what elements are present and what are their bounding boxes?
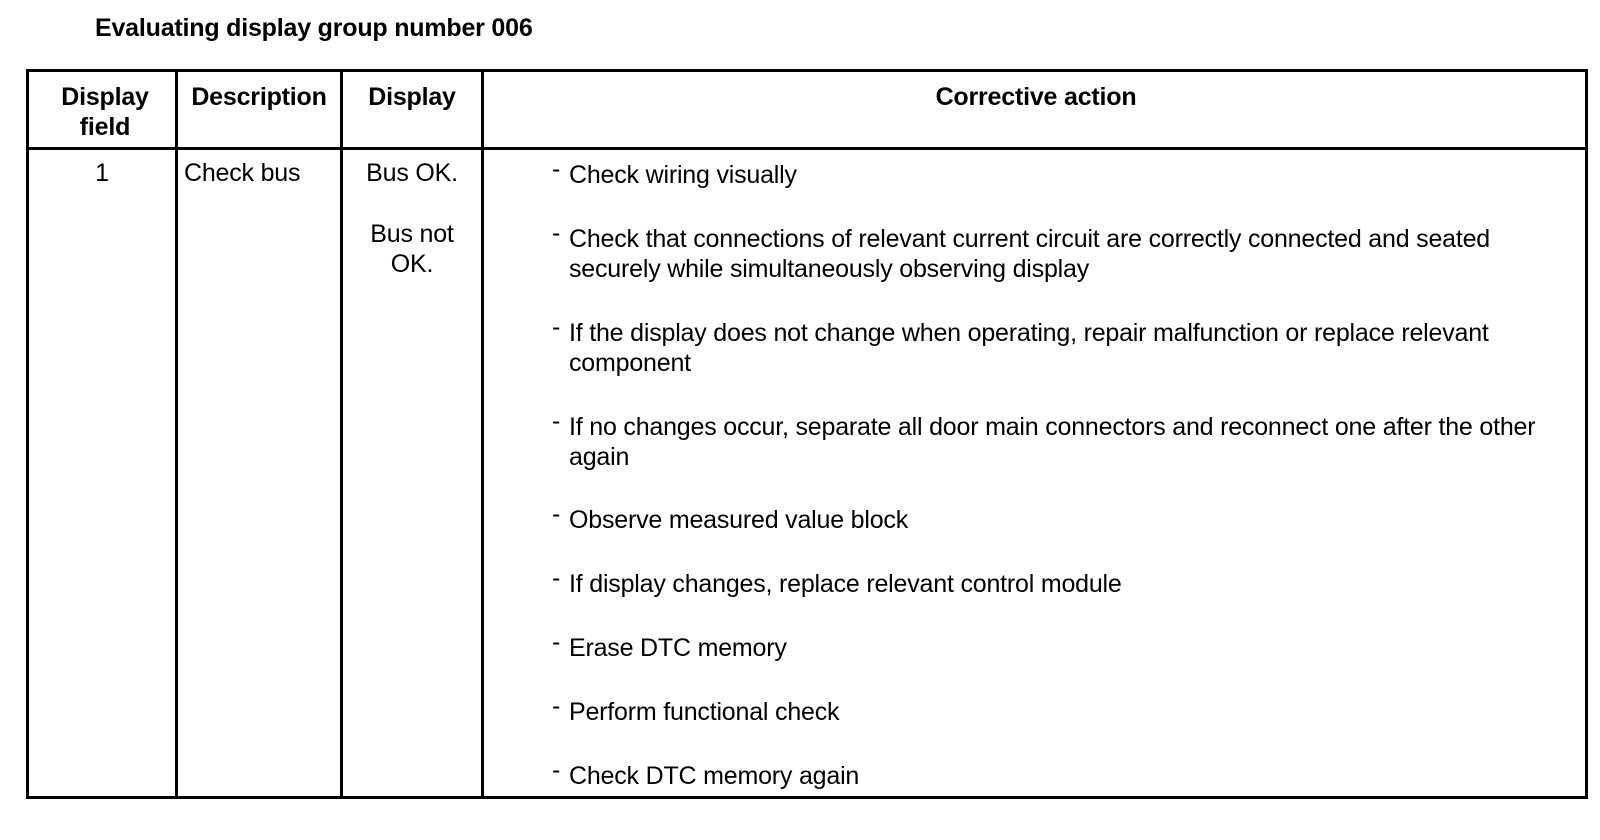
display-group-table: Display field Description Display Correc…: [26, 69, 1588, 799]
display-ok: Bus OK.: [366, 159, 458, 187]
corrective-action-item: - If no changes occur, separate all door…: [552, 407, 1559, 472]
corrective-action-text: Observe measured value block: [569, 506, 909, 534]
display-not-ok: Bus not OK.: [370, 220, 454, 278]
corrective-action-text: If no changes occur, separate all door m…: [569, 413, 1536, 471]
corrective-action-item: - If the display does not change when op…: [552, 313, 1559, 378]
header-description: Description: [191, 83, 327, 111]
header-corrective-action: Corrective action: [935, 83, 1137, 111]
dash-bullet: -: [552, 500, 561, 528]
header-divider: [29, 147, 1585, 150]
header-display-field: Display field: [61, 83, 149, 141]
corrective-action-text: If the display does not change when oper…: [569, 319, 1489, 377]
dash-bullet: -: [552, 313, 561, 341]
description-cell: Check bus: [184, 159, 301, 187]
dash-bullet: -: [552, 219, 561, 247]
corrective-action-text: Perform functional check: [569, 698, 840, 726]
dash-bullet: -: [552, 564, 561, 592]
corrective-action-text: Check DTC memory again: [569, 762, 860, 790]
field-number: 1: [95, 159, 109, 187]
dash-bullet: -: [552, 692, 561, 720]
page-title: Evaluating display group number 006: [95, 14, 533, 42]
dash-bullet: -: [552, 407, 561, 435]
corrective-action-text: Check wiring visually: [569, 161, 797, 189]
corrective-action-item: - Perform functional check: [552, 692, 1559, 727]
header-display: Display: [368, 83, 456, 111]
dash-bullet: -: [552, 756, 561, 784]
corrective-action-item: - Erase DTC memory: [552, 628, 1559, 663]
corrective-action-text: Erase DTC memory: [569, 634, 787, 662]
column-divider: [175, 72, 178, 796]
corrective-action-item: - If display changes, replace relevant c…: [552, 564, 1559, 599]
corrective-action-item: - Check DTC memory again: [552, 756, 1559, 791]
dash-bullet: -: [552, 155, 561, 183]
column-divider: [481, 72, 484, 796]
column-divider: [340, 72, 343, 796]
corrective-action-item: - Check wiring visually: [552, 155, 1559, 190]
dash-bullet: -: [552, 628, 561, 656]
corrective-action-item: - Observe measured value block: [552, 500, 1559, 535]
corrective-action-item: - Check that connections of relevant cur…: [552, 219, 1559, 284]
corrective-action-text: If display changes, replace relevant con…: [569, 570, 1122, 598]
corrective-action-text: Check that connections of relevant curre…: [569, 225, 1491, 283]
